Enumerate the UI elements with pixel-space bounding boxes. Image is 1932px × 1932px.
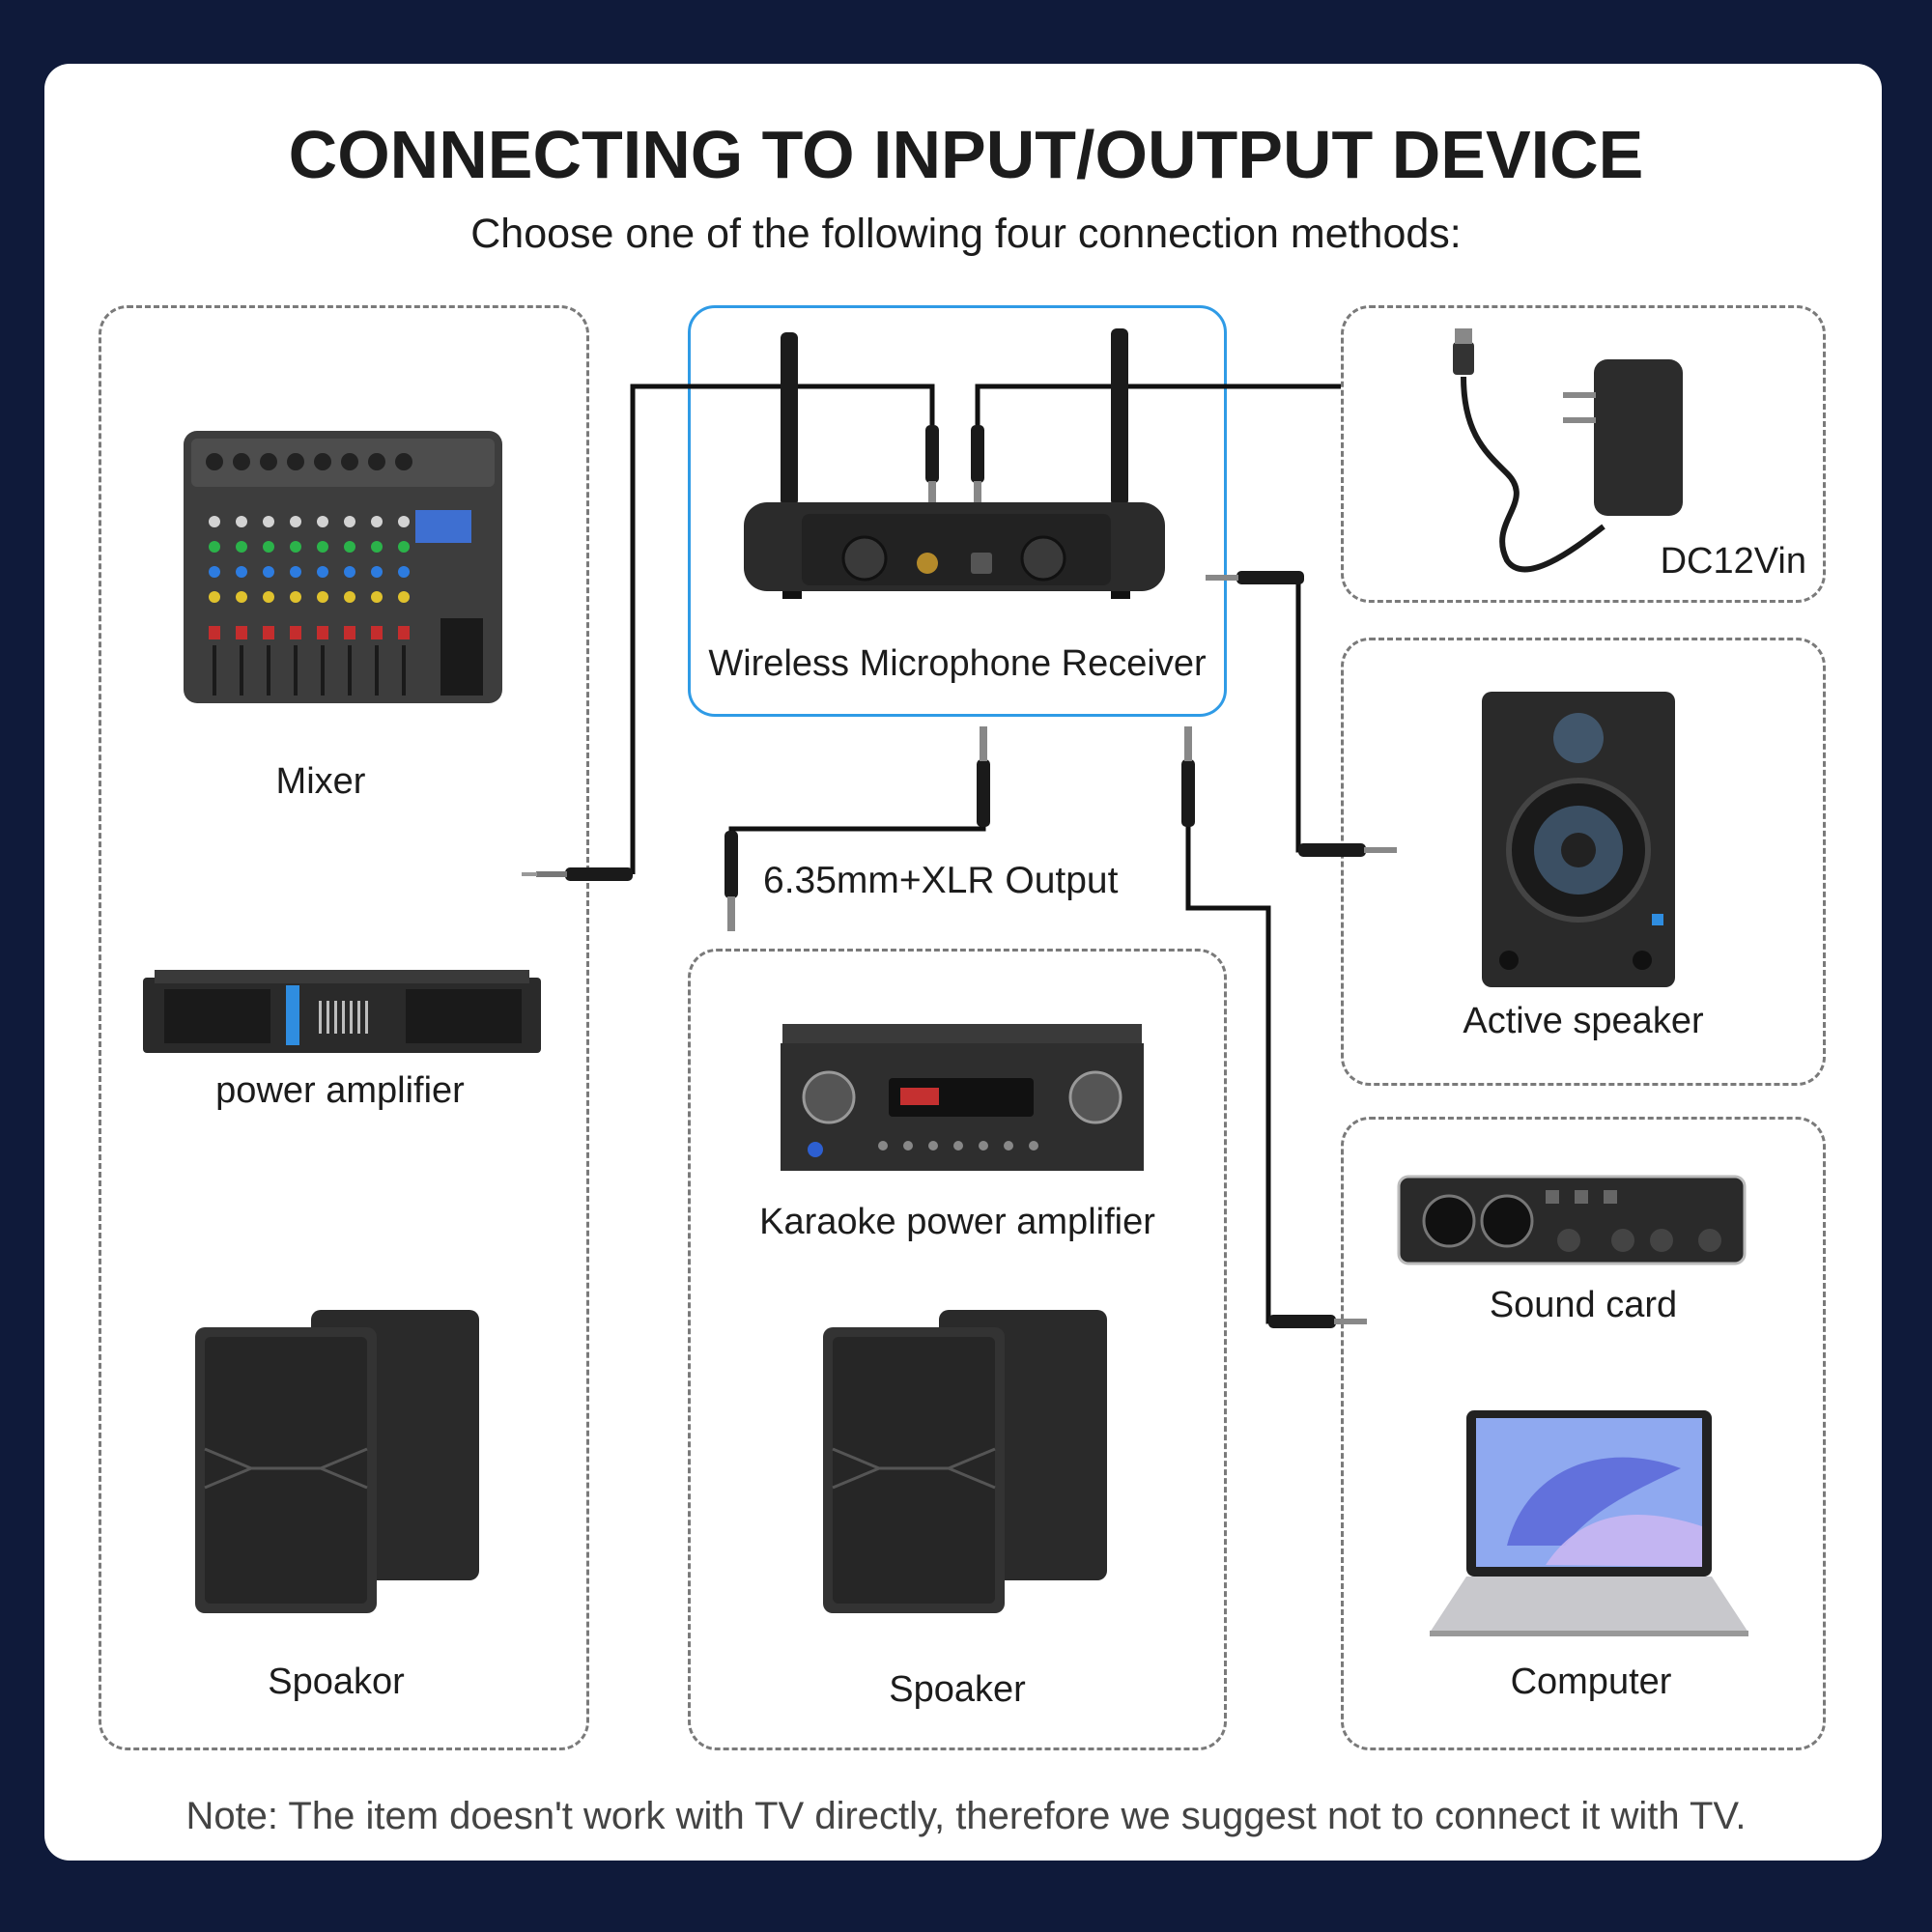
active-speaker-image (1482, 692, 1675, 987)
computer-image (1430, 1410, 1748, 1636)
left-speaker-label: Spoakor (268, 1662, 405, 1702)
middle-speakers-image (823, 1310, 1107, 1613)
plug-receiver-side (1206, 571, 1304, 584)
plug-receiver-bottom-right (1181, 726, 1195, 827)
plug-active-speaker (1298, 843, 1397, 857)
power-amplifier-image (143, 970, 541, 1053)
footer-note: Note: The item doesn't work with TV dire… (185, 1795, 1747, 1837)
receiver-image (744, 328, 1165, 599)
left-speakers-image (195, 1310, 479, 1613)
page-title: CONNECTING TO INPUT/OUTPUT DEVICE (288, 117, 1644, 192)
middle-group-box (688, 949, 1227, 1750)
middle-speaker-label: Spoaker (889, 1669, 1026, 1710)
receiver-box (688, 305, 1227, 717)
active-speaker-label: Active speaker (1463, 1001, 1704, 1041)
receiver-label: Wireless Microphone Receiver (708, 643, 1207, 684)
sound-card-label: Sound card (1489, 1285, 1678, 1325)
plug-receiver-right (971, 425, 984, 510)
plug-mixer-end (522, 867, 633, 881)
left-group-box (99, 305, 589, 1750)
mixer-image (184, 431, 502, 703)
plug-receiver-left (925, 425, 939, 510)
cable-to-power-adapter (975, 384, 1341, 425)
cable-to-output (728, 773, 986, 869)
computer-label: Computer (1510, 1662, 1672, 1702)
cable-to-active-speaker (1295, 578, 1362, 853)
karaoke-amplifier-image (781, 1024, 1144, 1171)
power-adapter-label: DC12Vin (1660, 541, 1806, 582)
output-label: 6.35mm+XLR Output (763, 860, 1119, 901)
karaoke-amplifier-label: Karaoke power amplifier (759, 1202, 1155, 1242)
plug-output (724, 831, 738, 931)
plug-receiver-bottom-left (977, 726, 990, 827)
active-speaker-box (1341, 638, 1826, 1086)
power-adapter-box (1341, 305, 1826, 603)
power-amplifier-label: power amplifier (215, 1070, 465, 1111)
sound-card-image (1397, 1175, 1747, 1265)
sound-card-computer-box (1341, 1117, 1826, 1750)
plug-sound-card (1268, 1315, 1367, 1328)
mixer-label: Mixer (275, 761, 366, 802)
page-subtitle: Choose one of the following four connect… (470, 211, 1462, 257)
power-adapter-image (1453, 328, 1683, 573)
